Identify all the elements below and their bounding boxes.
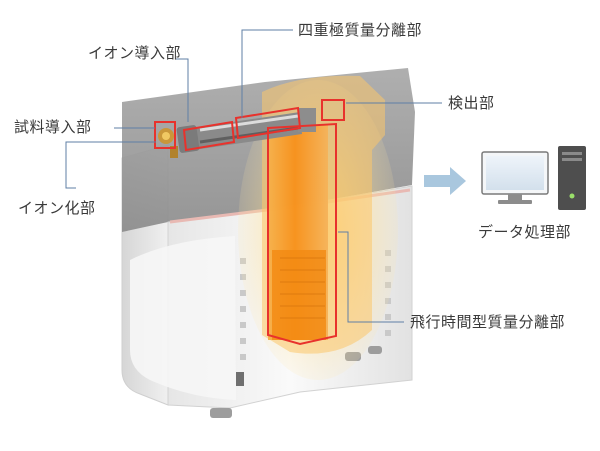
highlight-quadrupole xyxy=(234,106,302,140)
label-data-processing: データ処理部 xyxy=(478,223,572,241)
highlight-boxes xyxy=(154,99,345,346)
highlight-sample-inlet xyxy=(154,121,176,149)
highlight-tof xyxy=(267,122,337,346)
quadrupole-assembly xyxy=(158,108,316,158)
label-quadrupole: 四重極質量分離部 xyxy=(298,21,423,39)
label-ion-guide: イオン導入部 xyxy=(88,44,182,62)
highlight-ion-guide xyxy=(182,120,236,152)
tof-chamber xyxy=(238,75,398,380)
desktop-computer-icon xyxy=(481,146,586,210)
label-sample-inlet: 試料導入部 xyxy=(14,118,92,136)
highlight-detector xyxy=(321,99,345,121)
leader-lines xyxy=(65,29,442,323)
right-arrow-icon xyxy=(424,167,466,195)
label-tof: 飛行時間型質量分離部 xyxy=(410,313,566,331)
label-detector: 検出部 xyxy=(448,94,495,112)
label-ionization: イオン化部 xyxy=(18,199,96,217)
